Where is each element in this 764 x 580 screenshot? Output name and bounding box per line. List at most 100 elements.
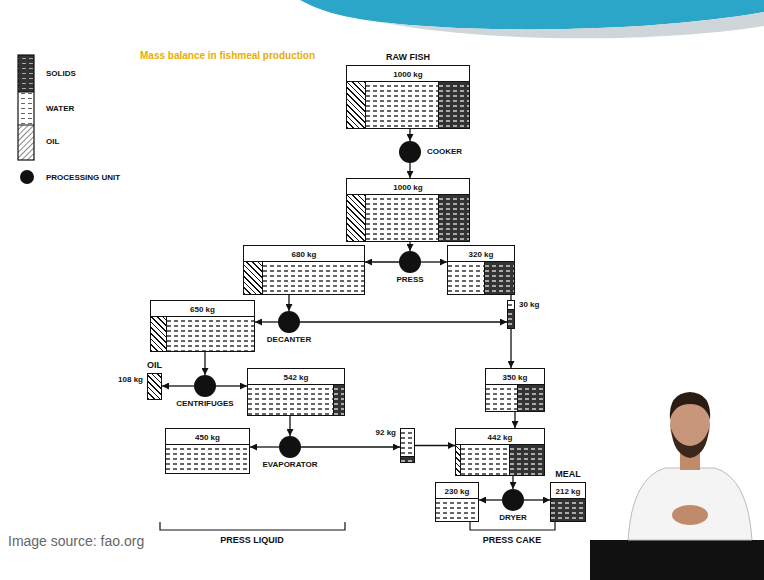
mass-value: 542 kg <box>284 373 309 383</box>
unit-label: DRYER <box>499 513 527 523</box>
mass-value: 680 kg <box>292 250 317 260</box>
composition <box>148 374 161 399</box>
legend-label: PROCESSING UNIT <box>46 173 120 182</box>
mass-value: 230 kg <box>445 487 470 497</box>
composition-solids <box>484 262 514 294</box>
unit-circle-svg <box>399 141 421 163</box>
presenter-shirt <box>628 468 752 540</box>
unit-circle-svg <box>194 375 216 397</box>
legend-water-sample <box>18 92 34 125</box>
flow-connector <box>300 321 507 322</box>
stream-bar: 92 kg <box>372 428 415 463</box>
stream-box-frame: 230 kg <box>435 482 479 522</box>
flow-connector <box>409 129 410 141</box>
flow-connector <box>216 385 247 386</box>
composition-solids <box>438 82 469 128</box>
flow-connector <box>365 261 399 262</box>
stream-box: 450 kg <box>165 428 250 474</box>
flow-connector <box>524 499 550 500</box>
presenter-video <box>590 392 764 580</box>
unit-label: EVAPORATOR <box>262 460 317 470</box>
unit-circle <box>502 489 524 511</box>
legend-oil-sample <box>18 125 34 160</box>
stream-box: 650 kg <box>150 300 255 352</box>
composition-water <box>365 195 438 241</box>
stream-box: 1000 kg <box>346 178 470 242</box>
unit-label: COOKER <box>427 147 462 157</box>
processing-unit: DECANTER <box>267 311 311 345</box>
composition-water <box>166 317 254 351</box>
composition-oil <box>244 262 262 294</box>
stream-box: 680 kg <box>243 245 365 295</box>
mass-value: 650 kg <box>190 305 215 315</box>
composition-water <box>448 262 484 294</box>
composition-solids <box>333 385 344 415</box>
unit-circle-svg <box>279 436 301 458</box>
processing-unit: DRYER <box>499 489 527 523</box>
unit-circle <box>279 436 301 458</box>
composition <box>551 499 585 521</box>
stream-box-frame: 1000 kg <box>346 178 470 242</box>
stream-bar-frame <box>507 300 515 329</box>
unit-label: PRESS <box>396 275 423 285</box>
composition-solids <box>551 499 585 521</box>
composition-oil <box>347 82 365 128</box>
legend-label: SOLIDS <box>46 69 76 78</box>
composition-water <box>248 385 333 415</box>
composition <box>347 195 469 241</box>
stream-box-frame: 542 kg <box>247 368 345 416</box>
flow-connector <box>415 445 455 446</box>
composition-water <box>166 445 249 473</box>
mass-value: 1000 kg <box>393 183 422 193</box>
legend-label: OIL <box>46 137 59 146</box>
stream-heading: MEAL <box>555 469 581 480</box>
stream-box: 542 kg <box>247 368 345 416</box>
composition-water <box>365 82 438 128</box>
legend-sample-outline <box>18 55 34 160</box>
composition <box>347 82 469 128</box>
flow-connector <box>479 499 502 500</box>
composition-solids <box>509 445 544 475</box>
presenter-hands <box>672 505 708 525</box>
bar-column: OIL <box>147 360 162 400</box>
composition <box>166 445 249 473</box>
composition-oil <box>347 195 365 241</box>
group-bracket <box>160 522 345 530</box>
composition <box>401 429 414 462</box>
composition <box>244 262 364 294</box>
unit-circle-svg <box>502 489 524 511</box>
flow-connector <box>250 446 279 447</box>
stream-bar-frame <box>400 428 415 463</box>
unit-circle <box>399 141 421 163</box>
legend-divider <box>18 125 34 126</box>
composition-solids <box>517 385 544 411</box>
stream-mass-strip: 650 kg <box>151 301 254 317</box>
stream-box-frame: 680 kg <box>243 245 365 295</box>
mass-value: 30 kg <box>519 300 539 310</box>
source-note: Image source: fao.org <box>8 533 144 549</box>
flow-connector <box>512 476 513 489</box>
stream-box-frame: 450 kg <box>165 428 250 474</box>
video-bar <box>590 540 764 580</box>
composition-oil <box>148 374 161 399</box>
stream-box-frame: 1000 kg <box>346 65 470 129</box>
processing-unit: COOKER <box>399 141 462 163</box>
unit-label: DECANTER <box>267 335 311 345</box>
stream-bar: 30 kg <box>507 300 543 329</box>
stream-heading: OIL <box>147 360 162 371</box>
stream-mass-strip: 542 kg <box>248 369 344 385</box>
processing-unit-symbol <box>502 489 524 511</box>
legend-label: WATER <box>46 104 74 113</box>
composition-water <box>486 385 517 411</box>
legend-solids-sample <box>18 55 34 92</box>
mass-value: 92 kg <box>376 428 396 438</box>
bar-column <box>400 428 415 463</box>
mass-value: 108 kg <box>118 375 143 385</box>
composition-solids <box>508 309 514 328</box>
stream-mass-strip: 230 kg <box>436 483 478 499</box>
unit-label: CENTRIFUGES <box>176 399 233 409</box>
group-label: PRESS CAKE <box>483 535 542 545</box>
processing-unit-symbol <box>399 251 421 273</box>
composition <box>151 317 254 351</box>
flow-connector <box>421 261 447 262</box>
